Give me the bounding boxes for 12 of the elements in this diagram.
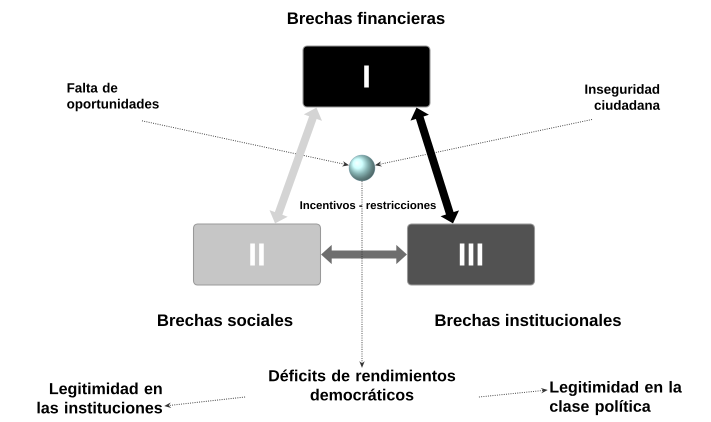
process-box: II xyxy=(192,223,322,286)
text-label: Falta de oportunidades xyxy=(67,82,159,112)
box-heading: Brechas financieras xyxy=(288,12,444,24)
text-label: Legitimidad en la clase política xyxy=(550,380,682,416)
text-label: Legitimidad en las instituciones xyxy=(38,382,162,414)
process-box: I xyxy=(302,45,431,108)
text-label: Inseguridad ciudadana xyxy=(585,84,660,110)
process-box: III xyxy=(406,223,536,286)
box-heading: Brechas institucionales xyxy=(436,314,621,326)
text-label: Déficits de rendimientos democráticos xyxy=(269,369,456,401)
sphere-caption: Incentivos - restricciones xyxy=(300,200,436,210)
box-heading: Brechas sociales xyxy=(158,314,292,326)
